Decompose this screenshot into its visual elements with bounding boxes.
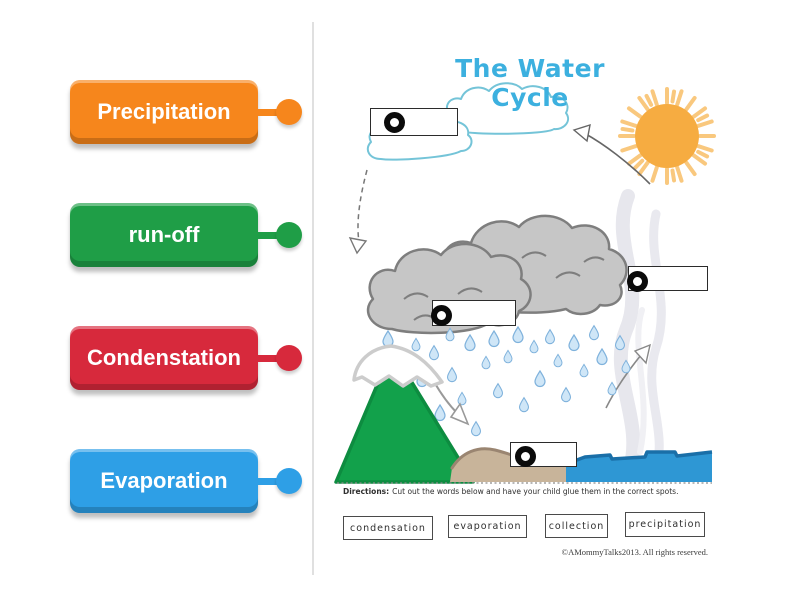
chip-connector-stem: [258, 477, 280, 485]
panel-divider: [312, 22, 314, 575]
drop-zone-marker[interactable]: [431, 305, 452, 326]
chip-label: Precipitation: [97, 99, 231, 124]
drop-zone-clouds[interactable]: [370, 108, 458, 136]
raindrops-illustration: [382, 324, 631, 438]
water-illustration: [565, 450, 713, 482]
worksheet-title: The Water Cycle: [455, 54, 605, 112]
label-chip-condenstation[interactable]: Condenstation: [70, 326, 302, 390]
arrow-evaporation-up: [605, 343, 651, 409]
arrow-sun-to-clouds: [572, 123, 651, 185]
directions-label: Directions:: [343, 487, 390, 496]
chip-connector-stem: [258, 231, 280, 239]
chip-connector-dot: [276, 468, 302, 494]
drop-zone-vapor[interactable]: [627, 266, 708, 292]
vapor-steam-illustration: [613, 189, 666, 475]
chip-connector-dot: [276, 345, 302, 371]
label-chip-evaporation[interactable]: Evaporation: [70, 449, 302, 513]
drop-zone-rain[interactable]: [431, 300, 516, 326]
drop-zone-marker[interactable]: [627, 271, 648, 292]
word-bank-collection: collection: [545, 514, 608, 538]
chip-connector-stem: [258, 108, 280, 116]
chip-connector-dot: [276, 99, 302, 125]
copyright-text: ©AMommyTalks2013. All rights reserved.: [561, 547, 708, 557]
drop-zone-ground[interactable]: [510, 442, 577, 467]
word-bank-condensation: condensation: [343, 516, 433, 540]
mountain-illustration: [334, 344, 475, 484]
chip-connector-stem: [258, 354, 280, 362]
label-chip-precipitation[interactable]: Precipitation: [70, 80, 302, 144]
label-chip-run-off[interactable]: run-off: [70, 203, 302, 267]
sun-icon: [618, 87, 716, 185]
chip-label: Condenstation: [87, 345, 241, 370]
word-bank-evaporation: evaporation: [448, 515, 527, 538]
word-bank-precipitation: precipitation: [625, 512, 705, 537]
arrow-cloud-down: [348, 169, 368, 255]
chip-connector-dot: [276, 222, 302, 248]
directions-text: Directions:Cut out the words below and h…: [343, 487, 679, 496]
chip-label: Evaporation: [100, 468, 228, 493]
drop-zone-marker[interactable]: [515, 446, 536, 467]
drop-zone-marker[interactable]: [384, 112, 405, 133]
chip-label: run-off: [128, 222, 200, 247]
